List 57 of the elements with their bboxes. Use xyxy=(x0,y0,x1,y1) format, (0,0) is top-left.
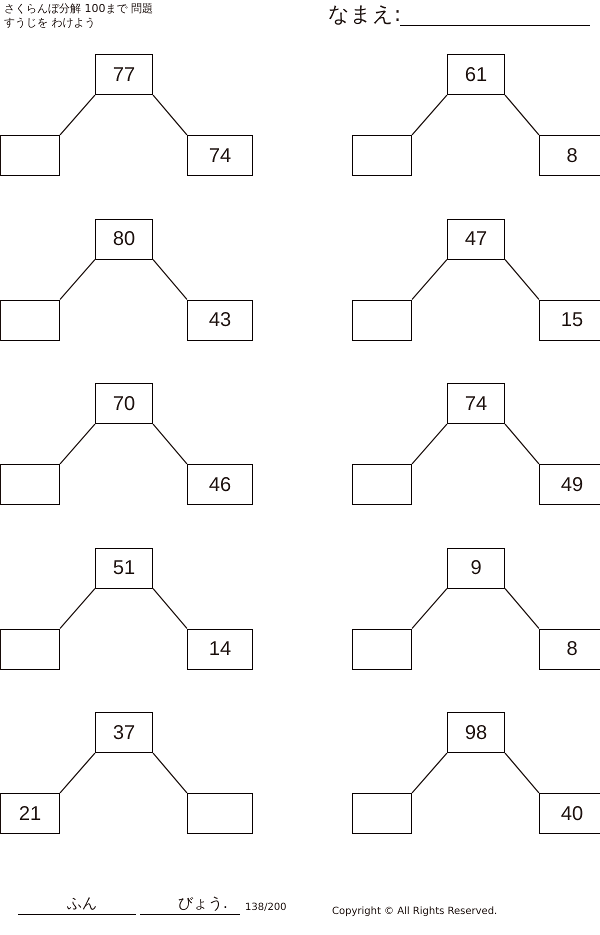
branch-line xyxy=(60,752,96,794)
number-box: 47 xyxy=(447,218,505,260)
branch-line xyxy=(152,588,188,629)
number-box: 49 xyxy=(539,464,600,505)
minutes-label: ふん xyxy=(67,896,97,911)
number-box: 8 xyxy=(539,628,600,670)
answer-box xyxy=(352,793,412,834)
branch-line xyxy=(152,259,188,300)
branch-line xyxy=(412,259,448,300)
instruction-text: すうじを わけよう xyxy=(4,17,96,28)
number-box: 46 xyxy=(187,464,253,505)
number-box: 14 xyxy=(187,628,253,670)
seconds-label: びょう. xyxy=(178,896,228,911)
branch-line xyxy=(60,588,96,629)
answer-box xyxy=(0,135,60,176)
worksheet-title: さくらんぼ分解 100まで 問題 xyxy=(4,3,153,14)
answer-box xyxy=(0,300,60,340)
number-box: 9 xyxy=(447,548,505,588)
number-box: 8 xyxy=(539,135,600,176)
answer-box xyxy=(352,135,412,176)
number-box: 98 xyxy=(447,712,505,753)
branch-line xyxy=(412,752,448,794)
branch-line xyxy=(504,424,540,464)
answer-box xyxy=(0,628,60,670)
branch-line xyxy=(504,588,540,629)
number-box: 37 xyxy=(95,712,153,753)
answer-box xyxy=(352,300,412,340)
number-box: 70 xyxy=(95,383,153,424)
number-box: 40 xyxy=(539,793,600,834)
answer-box xyxy=(352,464,412,505)
number-box: 61 xyxy=(447,54,505,95)
number-box: 74 xyxy=(447,383,505,424)
answer-box xyxy=(187,793,253,834)
branch-line xyxy=(412,94,448,136)
branch-line xyxy=(504,259,540,300)
branch-line xyxy=(152,424,188,464)
number-box: 15 xyxy=(539,300,600,340)
branch-line xyxy=(60,424,96,464)
number-box: 21 xyxy=(0,793,60,834)
number-box: 43 xyxy=(187,300,253,340)
number-box: 51 xyxy=(95,548,153,588)
branch-line xyxy=(412,424,448,464)
page-number: 138/200 xyxy=(245,903,287,913)
number-box: 74 xyxy=(187,135,253,176)
branch-line xyxy=(412,588,448,629)
name-label: なまえ: xyxy=(328,4,402,25)
branch-line xyxy=(504,94,540,136)
branch-line xyxy=(60,94,96,136)
answer-box xyxy=(352,628,412,670)
branch-line xyxy=(152,94,188,136)
branch-line xyxy=(60,259,96,300)
number-box: 80 xyxy=(95,218,153,260)
branch-line xyxy=(504,752,540,794)
branch-line xyxy=(152,752,188,794)
number-box: 77 xyxy=(95,54,153,95)
copyright-text: Copyright © All Rights Reserved. xyxy=(332,907,498,917)
answer-box xyxy=(0,464,60,505)
